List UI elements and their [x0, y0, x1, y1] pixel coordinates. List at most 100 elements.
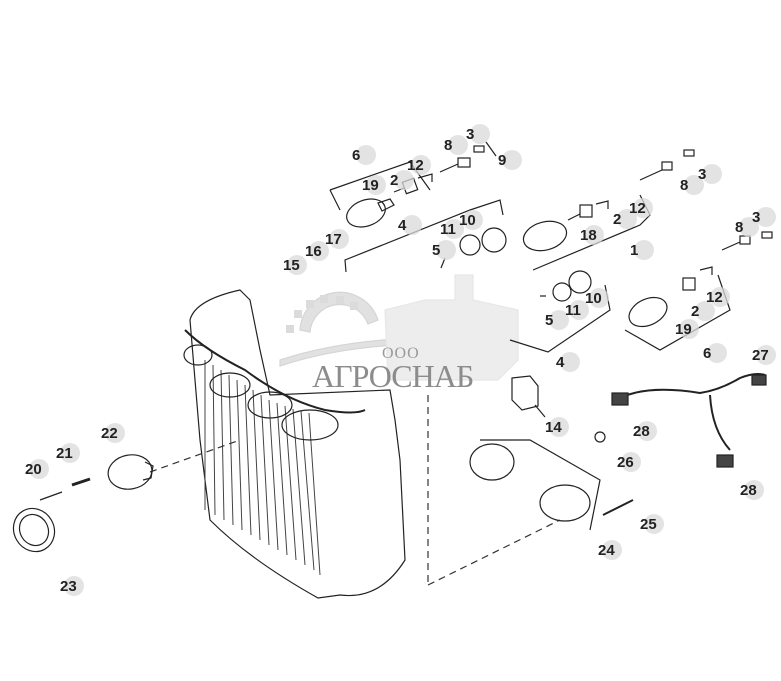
part-callout-6: 6: [352, 145, 376, 165]
callout-number: 6: [703, 345, 712, 362]
part-callout-21: 21: [56, 443, 80, 463]
callout-bubble-icon: [634, 240, 654, 260]
part-callout-17: 17: [325, 229, 349, 249]
part-callout-4: 4: [556, 352, 580, 372]
callout-number: 22: [101, 425, 118, 442]
callout-bubble-icon: [287, 255, 307, 275]
part-callout-14: 14: [545, 417, 569, 437]
callout-number: 28: [633, 423, 650, 440]
part-callout-28: 28: [633, 421, 657, 441]
callout-number: 14: [545, 419, 562, 436]
callout-number: 11: [440, 221, 456, 238]
part-callout-2: 2: [613, 209, 637, 229]
callout-bubble-icon: [744, 480, 764, 500]
callout-bubble-icon: [617, 209, 637, 229]
callout-bubble-icon: [756, 345, 776, 365]
part-callout-11: 11: [565, 300, 589, 320]
callout-bubble-icon: [695, 301, 715, 321]
callout-number: 19: [675, 321, 692, 338]
callout-bubble-icon: [366, 175, 386, 195]
callout-bubble-icon: [702, 164, 722, 184]
part-callout-11: 11: [440, 219, 464, 239]
watermark-prefix: ООО: [382, 345, 420, 362]
callout-number: 10: [459, 212, 476, 229]
callout-number: 15: [283, 257, 300, 274]
callout-number: 12: [629, 200, 646, 217]
callout-bubble-icon: [644, 514, 664, 534]
part-callout-15: 15: [283, 255, 307, 275]
part-callout-2: 2: [390, 170, 414, 190]
callout-number: 24: [598, 542, 615, 559]
callout-bubble-icon: [105, 423, 125, 443]
watermark-name: АГРОСНАБ: [312, 358, 474, 394]
part-callout-24: 24: [598, 540, 622, 560]
callout-number: 9: [498, 152, 507, 169]
callout-bubble-icon: [707, 343, 727, 363]
part-callout-1: 1: [630, 240, 654, 260]
callout-number: 25: [640, 516, 657, 533]
part-callout-25: 25: [640, 514, 664, 534]
callout-number: 8: [680, 177, 689, 194]
part-callout-8: 8: [444, 135, 468, 155]
callout-number: 21: [56, 445, 73, 462]
callout-number: 4: [556, 354, 565, 371]
part-callout-3: 3: [466, 124, 490, 144]
callout-bubble-icon: [633, 198, 653, 218]
part-callout-10: 10: [459, 210, 483, 230]
callout-number: 3: [752, 209, 761, 226]
callout-number: 2: [390, 172, 399, 189]
part-callout-19: 19: [675, 319, 699, 339]
callout-bubble-icon: [329, 229, 349, 249]
callout-bubble-icon: [621, 452, 641, 472]
callout-number: 10: [585, 290, 602, 307]
callout-number: 26: [617, 454, 634, 471]
callout-bubble-icon: [60, 443, 80, 463]
callout-bubble-icon: [436, 240, 456, 260]
callout-bubble-icon: [584, 225, 604, 245]
callout-bubble-icon: [402, 215, 422, 235]
part-callout-8: 8: [680, 175, 704, 195]
callout-bubble-icon: [309, 241, 329, 261]
callout-bubble-icon: [637, 421, 657, 441]
callout-bubble-icon: [710, 287, 730, 307]
callout-bubble-icon: [569, 300, 589, 320]
part-callout-12: 12: [629, 198, 653, 218]
callout-number: 8: [735, 219, 744, 236]
callout-number: 11: [565, 302, 581, 319]
callout-bubble-icon: [589, 288, 609, 308]
callout-number: 4: [398, 217, 407, 234]
callout-bubble-icon: [64, 576, 84, 596]
part-callout-3: 3: [752, 207, 776, 227]
callout-number: 12: [706, 289, 723, 306]
part-callout-5: 5: [545, 310, 569, 330]
callout-bubble-icon: [679, 319, 699, 339]
part-callout-22: 22: [101, 423, 125, 443]
callout-number: 3: [698, 166, 707, 183]
part-callout-2: 2: [691, 301, 715, 321]
callout-bubble-icon: [549, 310, 569, 330]
callout-number: 20: [25, 461, 42, 478]
callout-bubble-icon: [394, 170, 414, 190]
part-callout-5: 5: [432, 240, 456, 260]
callout-number: 16: [305, 243, 322, 260]
part-callout-16: 16: [305, 241, 329, 261]
callout-bubble-icon: [502, 150, 522, 170]
callout-bubble-icon: [470, 124, 490, 144]
part-callout-28: 28: [740, 480, 764, 500]
part-callout-3: 3: [698, 164, 722, 184]
callout-number: 5: [545, 312, 554, 329]
callout-bubble-icon: [463, 210, 483, 230]
callout-number: 2: [691, 303, 700, 320]
callout-bubble-icon: [411, 155, 431, 175]
callout-number: 2: [613, 211, 622, 228]
part-callout-19: 19: [362, 175, 386, 195]
part-callout-8: 8: [735, 217, 759, 237]
callout-number: 18: [580, 227, 597, 244]
part-callout-6: 6: [703, 343, 727, 363]
part-callout-26: 26: [617, 452, 641, 472]
part-callout-4: 4: [398, 215, 422, 235]
callout-number: 1: [630, 242, 639, 259]
callout-number: 12: [407, 157, 424, 174]
